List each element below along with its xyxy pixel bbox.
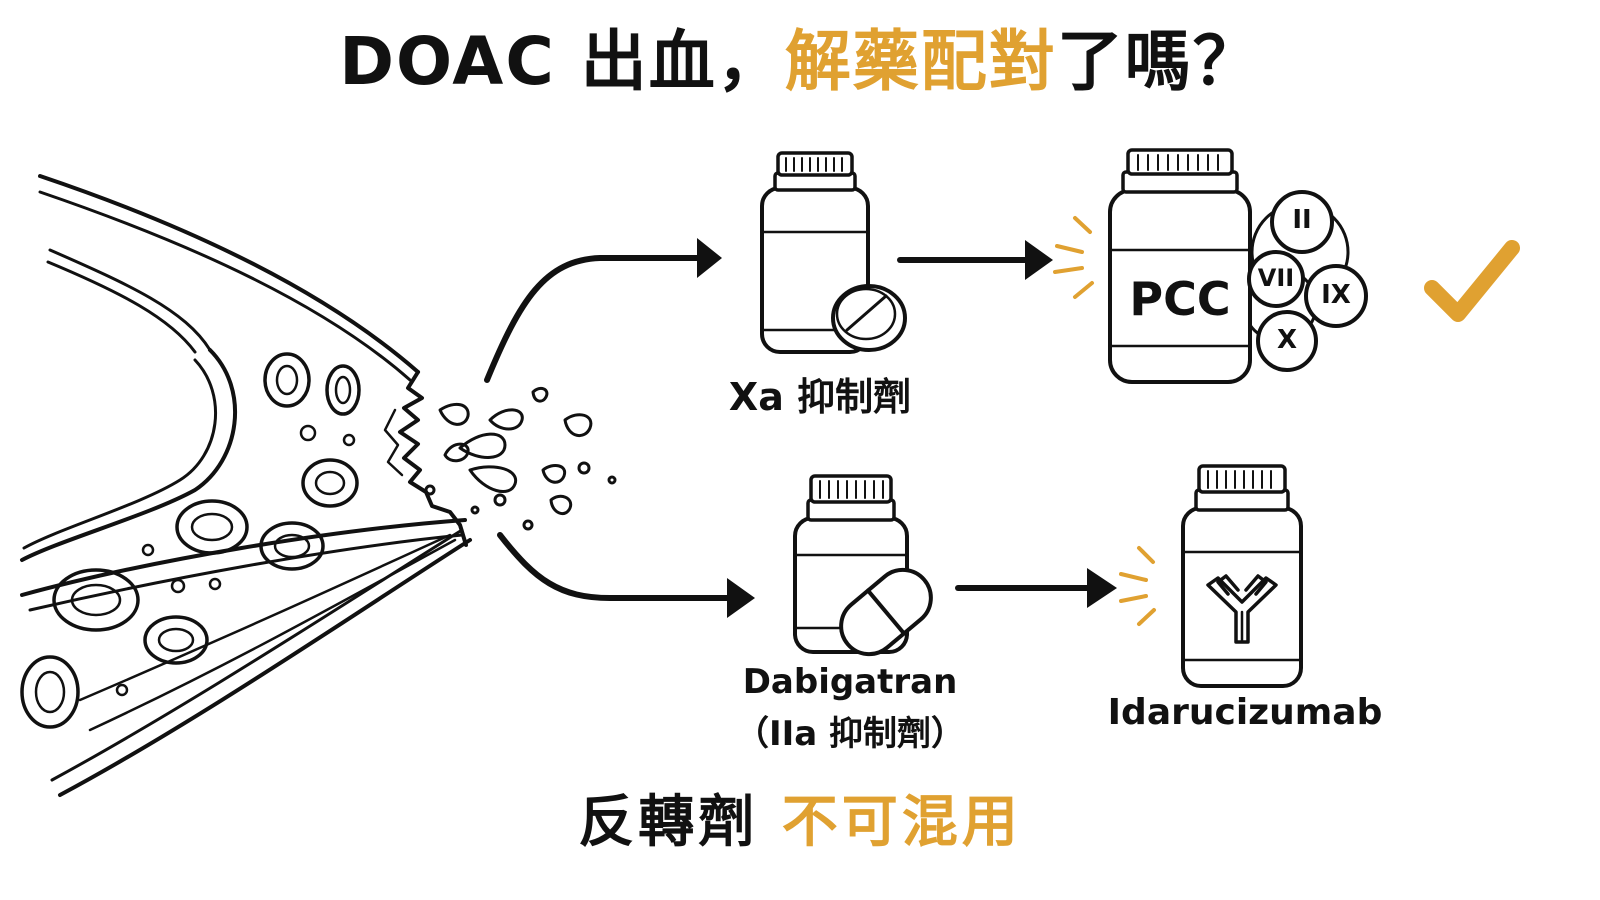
title-tail: 了嗎？ [1056,23,1261,100]
arrows [484,255,1093,601]
check-icon [1424,240,1520,322]
tablet-icon [831,284,907,352]
page-title: DOAC 出血，解藥配對了嗎？ [0,22,1600,102]
dabigatran-class-label: （IIa 抑制劑） [734,714,966,754]
arrow-to-xa [484,255,703,383]
idarucizumab-label: Idarucizumab [1107,692,1383,733]
factor-ix-label: IX [1321,280,1351,310]
blood-splash-icon [424,386,617,531]
blood-vessel-icon [20,174,472,797]
pcc-bottle-icon [1108,148,1368,384]
footer-accent: 不可混用 [781,790,1022,855]
title-main: DOAC 出血， [339,23,785,100]
blood-cells [20,352,361,729]
spark-marks [1053,216,1156,626]
dabigatran-label: Dabigatran [742,662,958,702]
arrow-to-dabigatran [497,532,733,601]
capsule-icon [839,567,933,657]
factor-vii-label: VII [1257,264,1295,292]
title-accent: 解藥配對 [784,23,1057,100]
factor-x-label: X [1276,325,1298,355]
xa-inhibitor-label: Xa 抑制劑 [728,375,912,419]
footer-main: 反轉劑 [578,790,759,855]
factor-ii-label: II [1292,205,1312,235]
idarucizumab-bottle-icon [1181,464,1303,688]
footer-message: 反轉劑 不可混用 [0,788,1600,858]
antibody-icon [1206,574,1278,644]
pcc-label: PCC [1129,272,1231,326]
